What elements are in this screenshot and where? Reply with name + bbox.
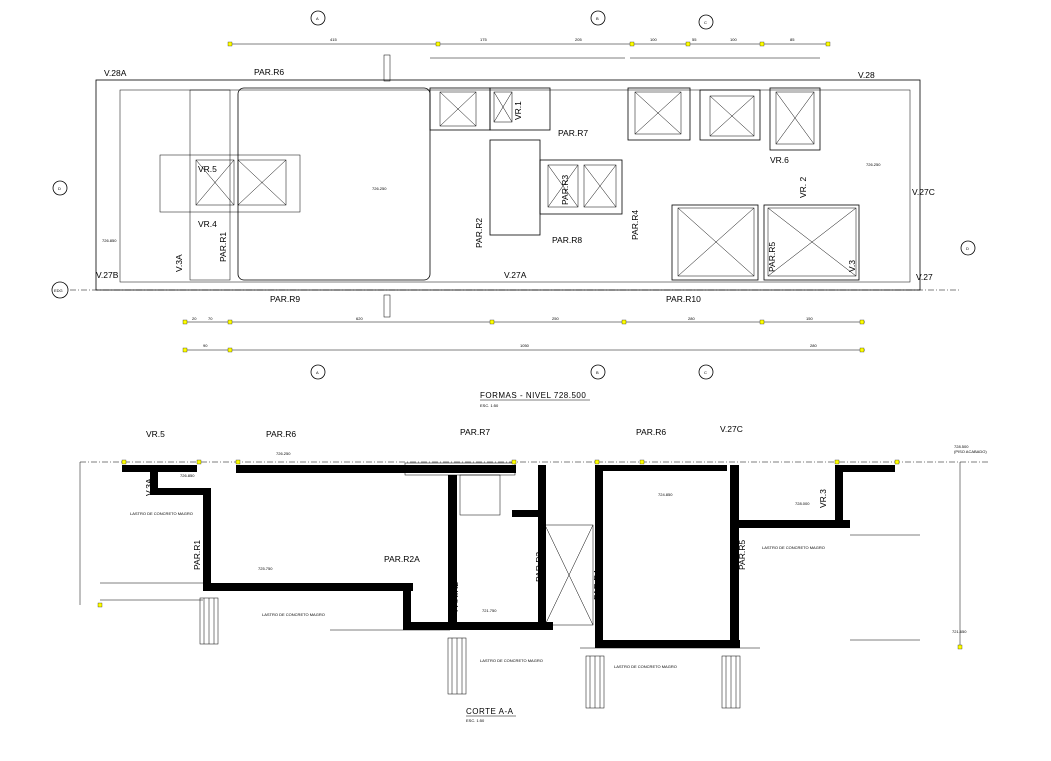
wall-r8: PAR.R8 xyxy=(552,235,582,245)
beam-vr4: VR.4 xyxy=(198,219,217,229)
sec-label-par-r5: PAR.R5 xyxy=(737,540,747,570)
beam-v27a: V.27A xyxy=(504,270,527,280)
section-scale: ESC. 1:50 xyxy=(466,718,485,723)
svg-text:B: B xyxy=(596,16,599,21)
wall-r6: PAR.R6 xyxy=(254,67,284,77)
plan-scale: ESC. 1:50 xyxy=(480,403,499,408)
dim-bot-4: 250 xyxy=(552,316,559,321)
dim-top-3: 205 xyxy=(575,37,582,42)
sec-label-v3a: V.3A xyxy=(144,478,154,496)
wall-r7: PAR.R7 xyxy=(558,128,588,138)
section-mark-top-2: B xyxy=(590,10,606,26)
sec-level-5: 724.850 xyxy=(658,492,673,497)
beam-v3: V.3 xyxy=(847,260,857,272)
beam-vr2: VR. 2 xyxy=(798,176,808,198)
sec-level-4: 725.750 xyxy=(258,566,273,571)
sec-level-2: 726.850 xyxy=(180,473,195,478)
section-mark-left: D xyxy=(52,180,68,196)
sec-level-1: 728.500 xyxy=(954,444,969,449)
svg-text:B: B xyxy=(596,370,599,375)
dim-bot-7: 90 xyxy=(203,343,208,348)
section-mark-edg: EDG xyxy=(51,281,69,299)
dim-top-1: 415 xyxy=(330,37,337,42)
dim-bot-3: 620 xyxy=(356,316,363,321)
sec-label-par-r2a: PAR.R2A xyxy=(384,554,420,564)
section-title: CORTE A-A xyxy=(466,707,514,716)
beam-vr5: VR.5 xyxy=(198,164,217,174)
sec-level-6: 721.750 xyxy=(482,608,497,613)
sec-label-v27c: V.27C xyxy=(720,424,743,434)
beam-v27: V.27 xyxy=(916,272,933,282)
svg-text:A: A xyxy=(316,16,319,21)
wall-r4: PAR.R4 xyxy=(630,210,640,240)
section-mark-bottom-3: C xyxy=(698,364,714,380)
beam-vr1: VR.1 xyxy=(513,101,523,120)
sec-level-8: 721.650 xyxy=(952,629,967,634)
dim-bot-2: 70 xyxy=(208,316,213,321)
sec-label-par-r3: PAR.R3 xyxy=(534,552,544,582)
section-mark-right: D xyxy=(960,240,976,256)
svg-text:EDG: EDG xyxy=(54,288,63,293)
section-mark-bottom-1: A xyxy=(310,364,326,380)
beam-vr6: VR.6 xyxy=(770,155,789,165)
level-mark-1: 726.250 xyxy=(372,186,387,191)
dim-bot-1: 20 xyxy=(192,316,197,321)
dim-top-5: 55 xyxy=(692,37,697,42)
svg-text:A: A xyxy=(316,370,319,375)
section-mark-bottom-2: B xyxy=(590,364,606,380)
level-mark-2: 726.850 xyxy=(102,238,117,243)
sec-level-7: 728.000 xyxy=(795,501,810,506)
wall-r5: PAR.R5 xyxy=(767,242,777,272)
dim-top-6: 100 xyxy=(730,37,737,42)
beam-v28: V.28 xyxy=(858,70,875,80)
wall-r9: PAR.R9 xyxy=(270,294,300,304)
wall-r1: PAR.R1 xyxy=(218,232,228,262)
sec-label-vr5: VR.5 xyxy=(146,429,165,439)
dim-top-2: 175 xyxy=(480,37,487,42)
beam-v27b: V.27B xyxy=(96,270,119,280)
section-mark-top-3: C xyxy=(698,14,714,30)
svg-text:D: D xyxy=(58,186,61,191)
dim-bot-8: 1050 xyxy=(520,343,530,348)
sec-note-5: LASTRO DE CONCRETO MAGRO xyxy=(762,545,825,550)
sec-label-par-r6b: PAR.R6 xyxy=(636,427,666,437)
plan-title: FORMAS - NIVEL 728.500 xyxy=(480,391,586,400)
plan-view: A B C A B C D D EDG V.28A V.28 V.27B V.2… xyxy=(51,10,976,408)
section-mark-top-1: A xyxy=(310,10,326,26)
beam-v27c: V.27C xyxy=(912,187,935,197)
wall-r3: PAR.R3 xyxy=(560,175,570,205)
dim-bot-9: 280 xyxy=(810,343,817,348)
sec-note-1: LASTRO DE CONCRETO MAGRO xyxy=(130,511,193,516)
wall-r10: PAR.R10 xyxy=(666,294,701,304)
sec-level-3: 726.250 xyxy=(276,451,291,456)
sec-level-note: (PISO ACABADO) xyxy=(954,449,987,454)
sec-label-par-r6a: PAR.R6 xyxy=(266,429,296,439)
beam-v28a: V.28A xyxy=(104,68,127,78)
dim-bot-5: 280 xyxy=(688,316,695,321)
dim-bot-6: 150 xyxy=(806,316,813,321)
beam-v3a: V.3A xyxy=(174,254,184,272)
sec-label-vr3: VR.3 xyxy=(818,489,828,508)
sec-label-par-r1: PAR.R1 xyxy=(192,540,202,570)
dim-top-7: 85 xyxy=(790,37,795,42)
level-mark-3: 726.250 xyxy=(866,162,881,167)
section-view: VR.5 V.3A PAR.R6 PAR.R7 PAR.R6 V.27C VR.… xyxy=(79,424,990,723)
sec-note-3: LASTRO DE CONCRETO MAGRO xyxy=(480,658,543,663)
sec-label-par-r7: PAR.R7 xyxy=(460,427,490,437)
sec-note-4: LASTRO DE CONCRETO MAGRO xyxy=(614,664,677,669)
sec-label-par-r4: PAR.R4 xyxy=(592,570,602,600)
sec-note-2: LASTRO DE CONCRETO MAGRO xyxy=(262,612,325,617)
svg-text:C: C xyxy=(704,20,707,25)
wall-r2: PAR.R2 xyxy=(474,218,484,248)
svg-text:C: C xyxy=(704,370,707,375)
section-markers: A B C A B C D D EDG xyxy=(51,10,976,380)
dim-top-4: 100 xyxy=(650,37,657,42)
sec-label-par-r2: PAR.R2 xyxy=(450,582,460,612)
svg-text:D: D xyxy=(966,246,969,251)
